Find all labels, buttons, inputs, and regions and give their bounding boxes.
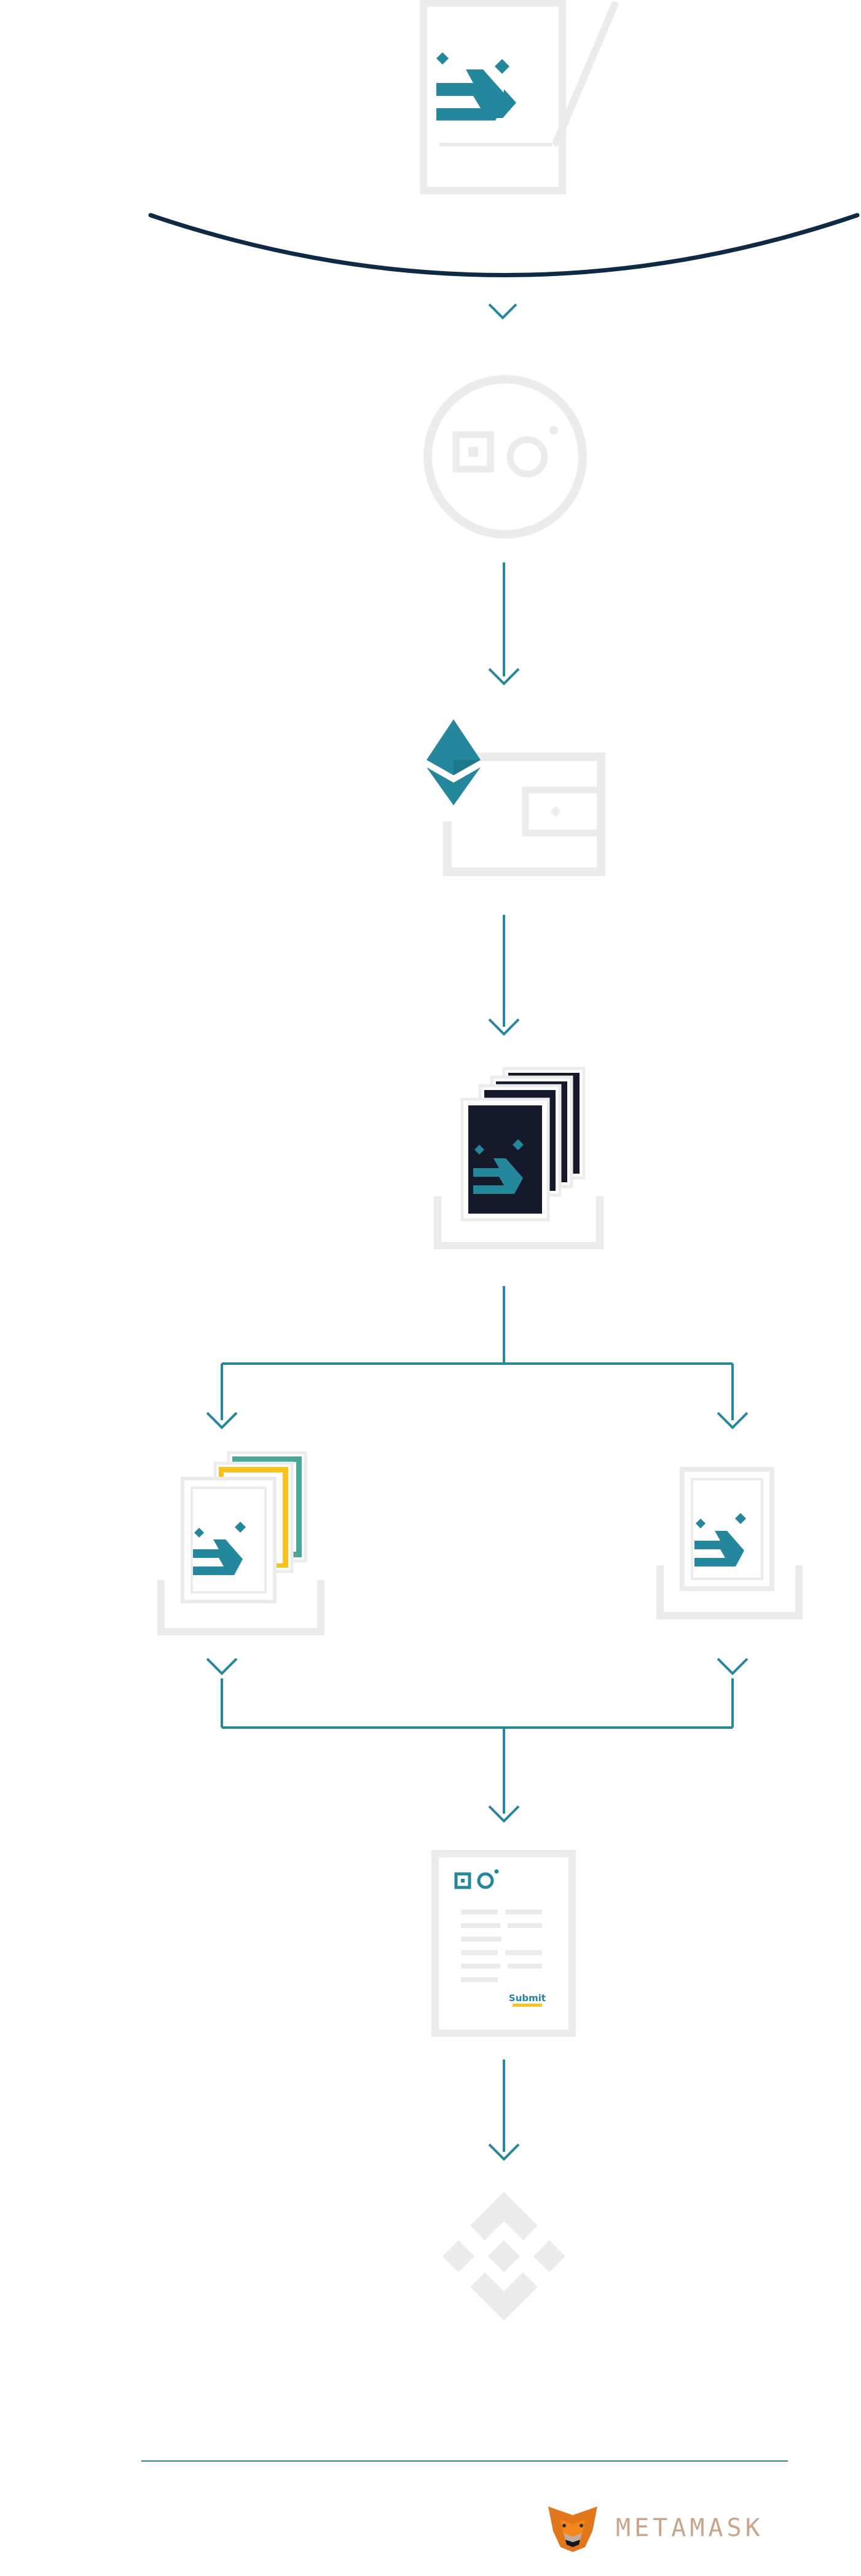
merge-connector: [206, 1657, 749, 1823]
ethereum-icon: [427, 719, 481, 805]
flow-arrow: [488, 563, 520, 685]
flow-arrow: [488, 2060, 520, 2161]
metamask-wordmark: METAMASK: [616, 2514, 764, 2542]
submit-button-underline: [513, 2004, 542, 2007]
single-card-tray-icon: [656, 1467, 803, 1619]
wallet-icon: [443, 753, 605, 876]
binance-icon: [442, 2192, 565, 2321]
flow-arrow: [488, 915, 520, 1036]
split-connector: [206, 1286, 749, 1429]
nft-card-stack-icon: [434, 1067, 603, 1249]
metamask-fox-icon: [548, 2507, 597, 2552]
submit-button-label: Submit: [509, 1993, 546, 2004]
submit-form-icon: Submit: [431, 1850, 576, 2037]
chevron-down-icon: [488, 303, 517, 320]
document-signing-icon: [420, 0, 618, 194]
tv-screen-icon: [423, 375, 587, 539]
divider-arc: [148, 213, 860, 277]
multi-card-tray-icon: [157, 1451, 324, 1635]
